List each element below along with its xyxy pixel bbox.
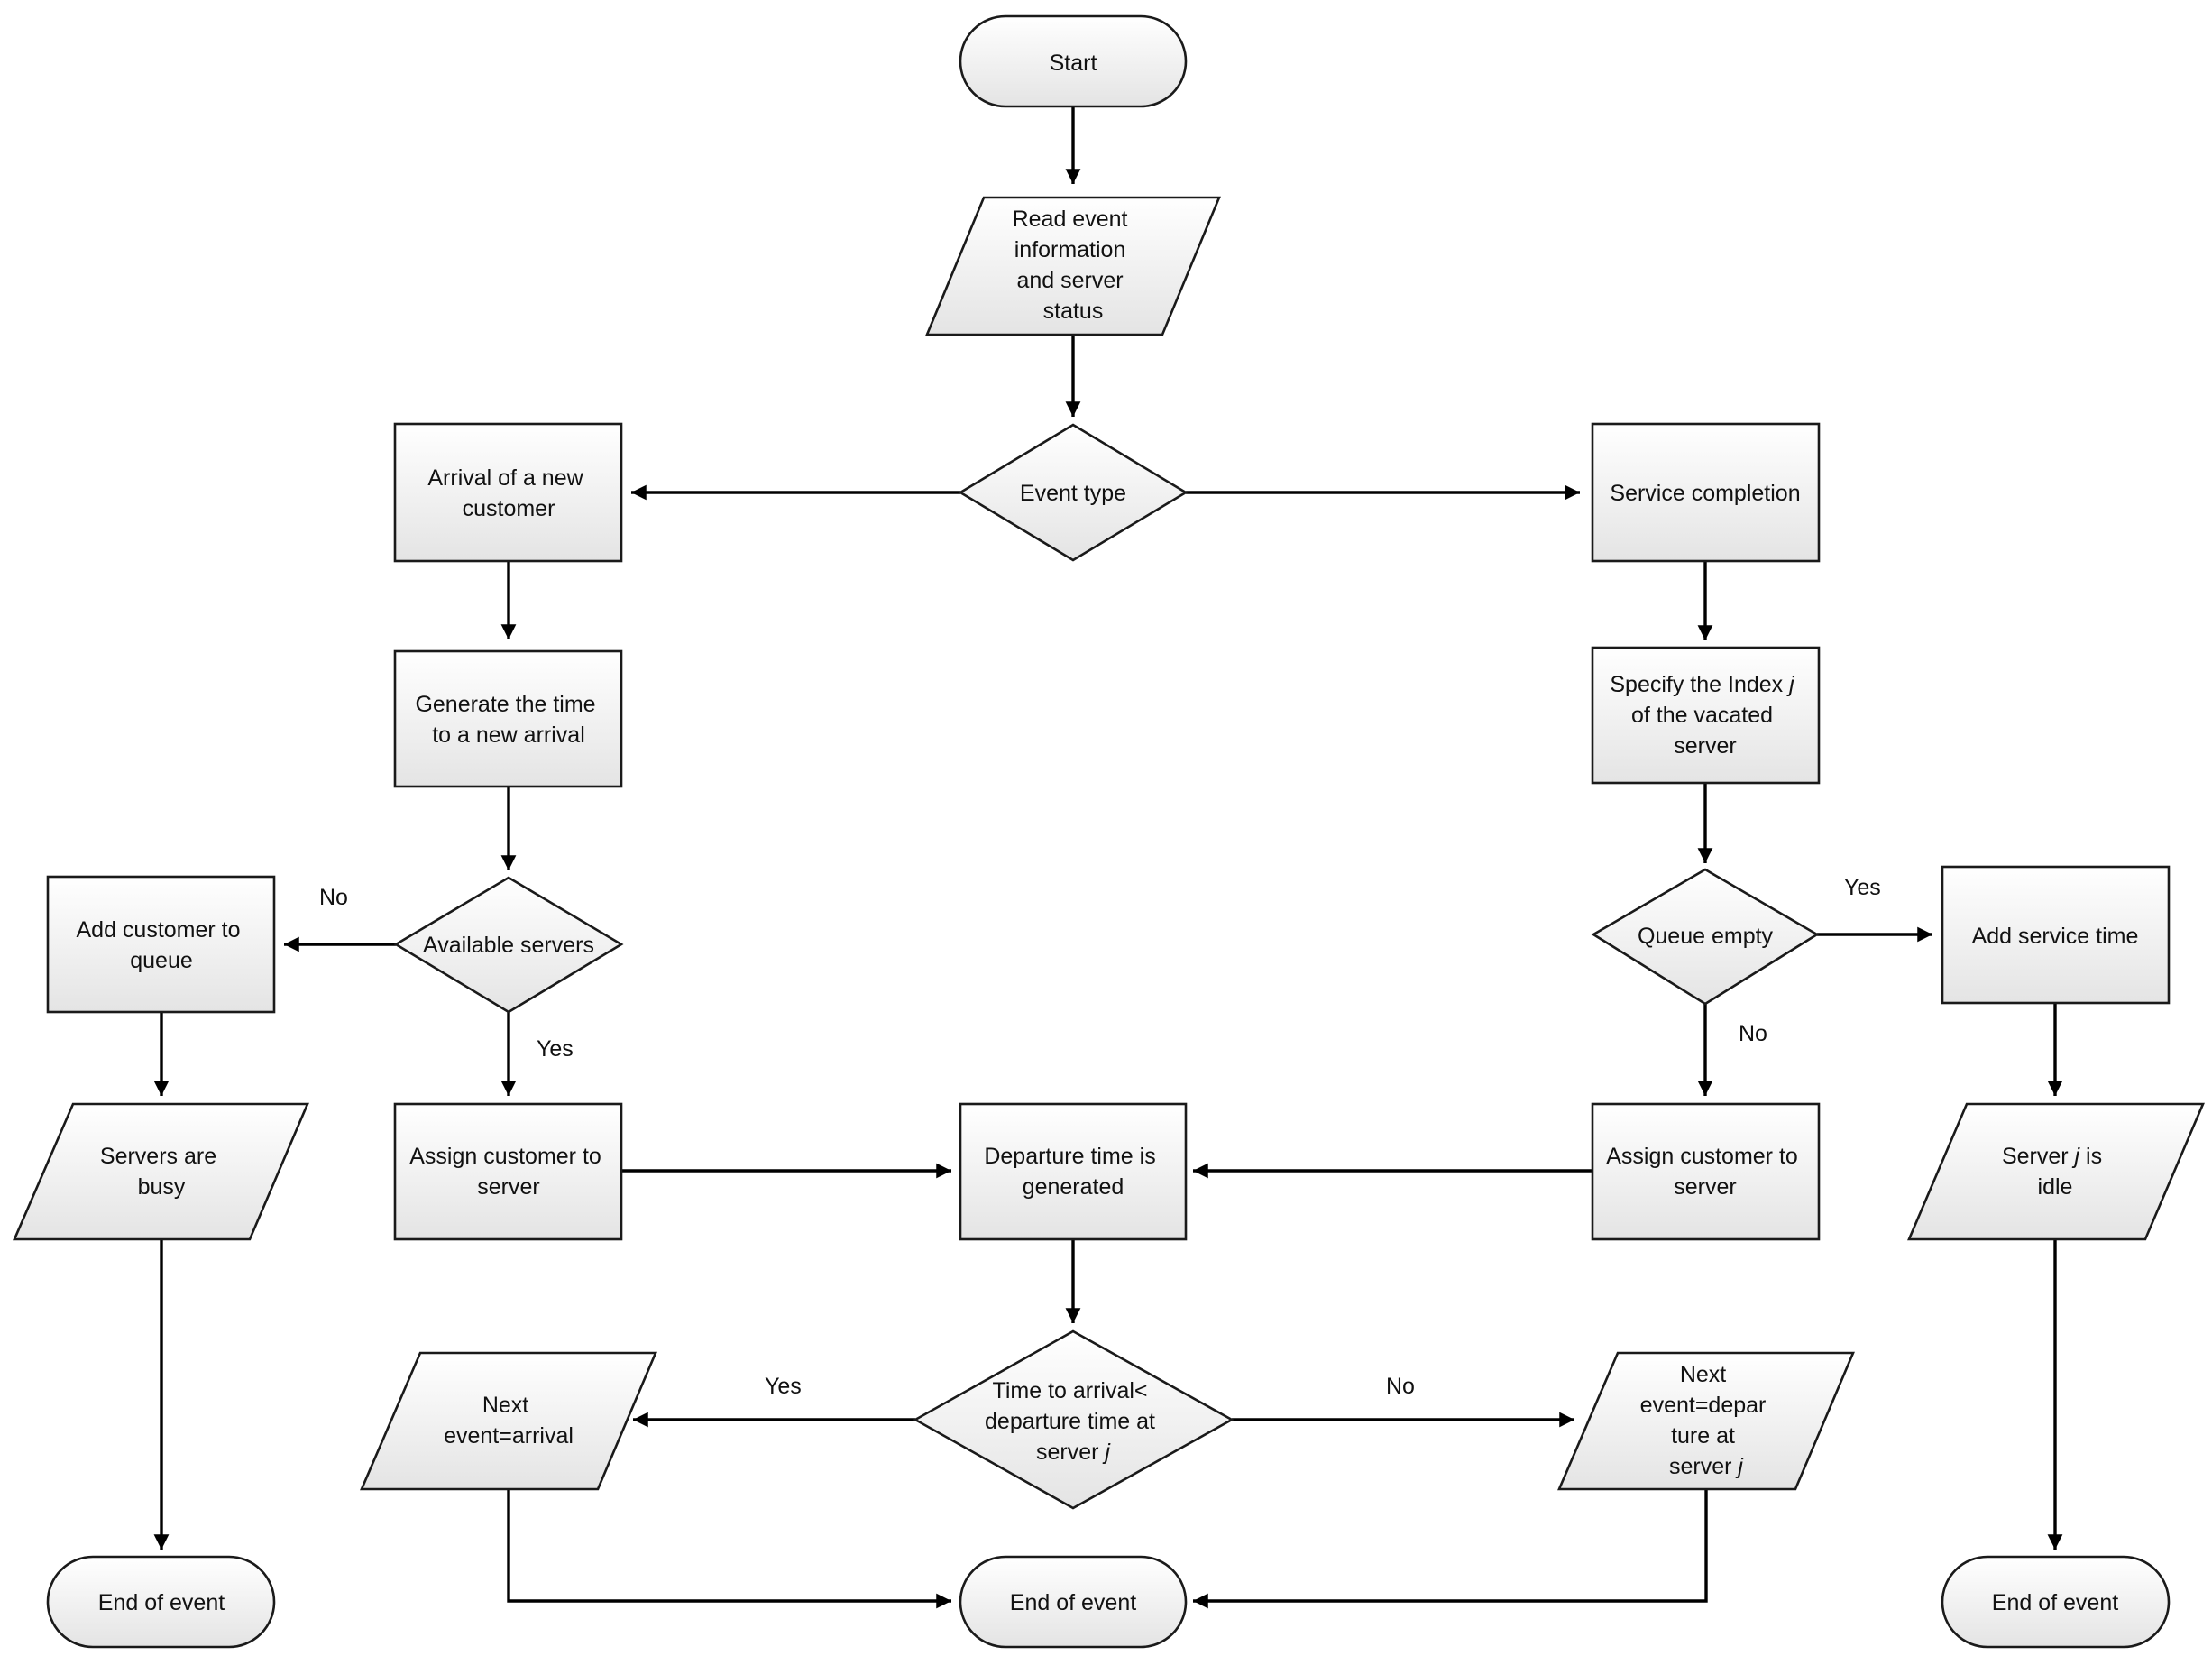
- departure-generated-label: Departure time is generated: [984, 1144, 1161, 1200]
- queue-empty-decision: Queue empty: [1591, 868, 1820, 1006]
- next-arrival-label: Next event=arrival: [444, 1393, 574, 1449]
- add-service-time-label: Add service time: [1972, 924, 2139, 949]
- next-departure-label: Next event=depar ture at server j: [1640, 1362, 1773, 1479]
- service-completion-node: Service completion: [1591, 422, 1821, 563]
- server-idle-label: Server j is idle: [2002, 1144, 2108, 1200]
- end-center-label: End of event: [1010, 1590, 1136, 1615]
- assign-right-node: Assign customer to server: [1591, 1102, 1821, 1241]
- assign-right-label: Assign customer to server: [1606, 1144, 1804, 1200]
- event-type-label: Event type: [1020, 481, 1126, 506]
- departure-generated-node: Departure time is generated: [959, 1102, 1188, 1241]
- servers-busy-label: Servers are busy: [100, 1144, 223, 1200]
- generate-time-node: Generate the time to a new arrival: [393, 649, 623, 788]
- read-event-node: Read event information and server status: [925, 196, 1221, 336]
- read-event-label: Read event information and server status: [1013, 207, 1134, 324]
- label-available-yes: Yes: [537, 1036, 574, 1062]
- assign-left-label: Assign customer to server: [409, 1144, 608, 1200]
- time-decision-label: Time to arrival< departure time at serve…: [985, 1378, 1161, 1465]
- end-left-label: End of event: [98, 1590, 225, 1615]
- label-queue-yes: Yes: [1844, 875, 1881, 900]
- add-to-queue-node: Add customer to queue: [46, 875, 276, 1014]
- label-time-yes: Yes: [765, 1374, 802, 1399]
- add-service-time-node: Add service time: [1941, 865, 2171, 1005]
- end-center-node: End of event: [959, 1555, 1188, 1649]
- label-time-no: No: [1386, 1374, 1415, 1399]
- edge-next-departure-to-end-center: [1192, 1489, 1708, 1609]
- event-type-decision: Event type: [958, 423, 1189, 562]
- time-decision: Time to arrival< departure time at serve…: [913, 1329, 1234, 1510]
- end-left-node: End of event: [46, 1555, 276, 1649]
- specify-index-label: Specify the Index j of the vacated serve…: [1610, 672, 1800, 759]
- arrival-node: Arrival of a new customer: [393, 422, 623, 563]
- specify-index-node: Specify the Index j of the vacated serve…: [1591, 646, 1821, 785]
- next-departure-node: Next event=depar ture at server j: [1557, 1351, 1855, 1491]
- edge-labels: No Yes Yes No Yes No: [319, 875, 1881, 1399]
- available-servers-label: Available servers: [423, 933, 594, 958]
- start-label: Start: [1050, 51, 1097, 76]
- start-node: Start: [959, 14, 1188, 108]
- end-right-label: End of event: [1992, 1590, 2118, 1615]
- end-right-node: End of event: [1941, 1555, 2171, 1649]
- generate-time-label: Generate the time to a new arrival: [415, 692, 601, 748]
- arrival-label: Arrival of a new customer: [427, 465, 589, 521]
- next-arrival-node: Next event=arrival: [360, 1351, 657, 1491]
- edge-next-arrival-to-end-center: [507, 1489, 952, 1609]
- available-servers-decision: Available servers: [393, 876, 624, 1014]
- label-available-no: No: [319, 885, 348, 910]
- label-queue-no: No: [1739, 1021, 1767, 1046]
- edges: [153, 106, 2063, 1609]
- service-completion-label: Service completion: [1610, 481, 1800, 506]
- servers-busy-node: Servers are busy: [13, 1102, 309, 1241]
- add-to-queue-label: Add customer to queue: [77, 917, 247, 973]
- assign-left-node: Assign customer to server: [393, 1102, 623, 1241]
- queue-empty-label: Queue empty: [1638, 924, 1774, 949]
- server-idle-node: Server j is idle: [1907, 1102, 2205, 1241]
